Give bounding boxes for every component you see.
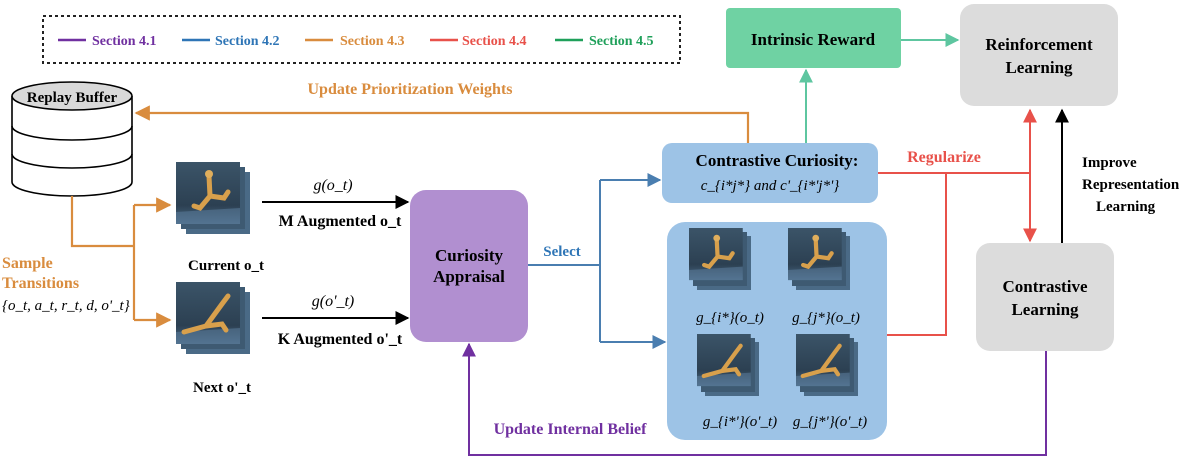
k-augment-label: K Augmented o'_t [278,331,403,348]
update-weights-arrow [134,105,750,143]
current-label: Current o_t [188,258,264,274]
reinforcement-learning-node: Reinforcement Learning [960,4,1118,106]
legend-label: Section 4.3 [340,34,405,49]
gip-label: g_{i*'}(o'_t) [703,414,777,430]
g-otp-label: g(o'_t) [312,293,355,310]
regularize-label: Regularize [907,149,981,166]
contrastive-learning-node: Contrastive Learning [976,243,1114,351]
intrinsic-reward-label: Intrinsic Reward [751,30,876,49]
gi-label: g_{i*}(o_t) [696,310,764,326]
legend-item-4-3: Section 4.3 [305,34,405,49]
replay-buffer-node: Replay Buffer [11,81,133,197]
next-label: Next o'_t [193,380,251,396]
improve-line2: Representation [1082,177,1180,193]
legend-label: Section 4.4 [462,34,527,49]
g-ot-label: g(o_t) [313,177,352,194]
improve-line3: Learning [1096,199,1156,215]
view-gip [697,334,759,396]
legend-item-4-5: Section 4.5 [555,34,654,49]
view-gj [788,228,850,290]
legend-item-4-1: Section 4.1 [58,34,157,49]
current-frame-stack [176,162,250,234]
select-arrows [528,173,667,349]
cl-line2: Learning [1011,300,1079,319]
gjp-label: g_{j*'}(o'_t) [793,414,867,430]
sample-transitions-arrows [70,196,172,328]
rl-line1: Reinforcement [985,35,1093,54]
regularize-arrows [878,108,1037,336]
sample-label-line2: Transitions [2,275,79,292]
contrastive-curiosity-node: Contrastive Curiosity: c_{i*j*} and c'_{… [662,143,878,203]
sample-tuple: {o_t, a_t, r_t, d, o'_t} [2,298,130,314]
view-gi [689,228,751,290]
update-belief-arrow [462,342,1047,456]
legend-label: Section 4.5 [589,34,654,49]
improve-line1: Improve [1082,155,1137,171]
legend-item-4-4: Section 4.4 [430,34,527,49]
update-weights-label: Update Prioritization Weights [307,81,512,98]
cl-line1: Contrastive [1003,277,1088,296]
next-frame-stack [176,282,250,354]
appraisal-line1: Curiosity [435,246,504,265]
curiosity-formula: c_{i*j*} and c'_{i*'j*'} [701,178,840,194]
legend-frame [42,15,681,64]
legend: Section 4.1 Section 4.2 Section 4.3 Sect… [42,15,681,64]
m-augment-label: M Augmented o_t [279,213,402,230]
augmented-views-panel: g_{i*}(o_t) g_{j*}(o_t) g_{i*'}(o'_t) g_… [667,222,887,440]
sample-label-line1: Sample [2,255,53,272]
legend-item-4-2: Section 4.2 [182,34,280,49]
curiosity-title: Contrastive Curiosity: [696,151,859,170]
update-belief-label: Update Internal Belief [494,421,648,438]
rl-line2: Learning [1005,58,1073,77]
legend-label: Section 4.2 [215,34,280,49]
appraisal-line2: Appraisal [433,267,505,286]
legend-label: Section 4.1 [92,34,157,49]
replay-buffer-label: Replay Buffer [27,90,118,106]
curiosity-appraisal-node: Curiosity Appraisal [410,190,528,342]
intrinsic-reward-node: Intrinsic Reward [726,8,901,68]
gj-label: g_{j*}(o_t) [792,310,860,326]
select-label: Select [543,244,580,260]
view-gjp [796,334,858,396]
